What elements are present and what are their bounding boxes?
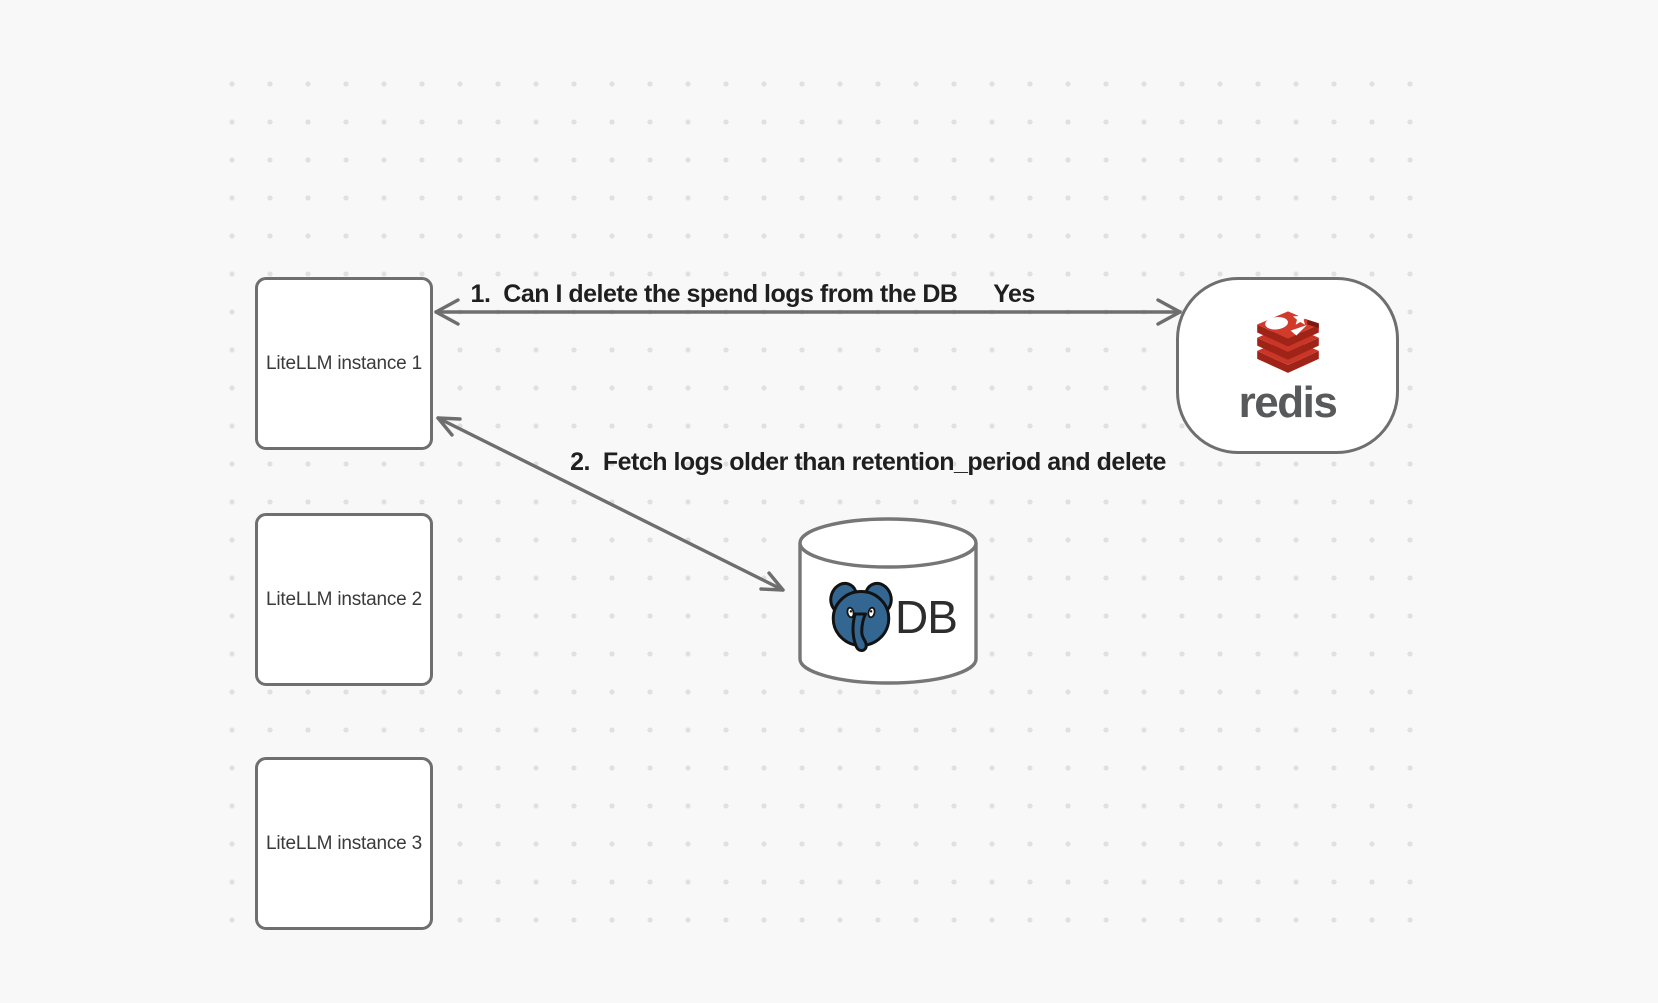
node-litellm-instance-2[interactable]: LiteLLM instance 2 xyxy=(255,513,433,686)
edge1-label: 1. Can I delete the spend logs from the … xyxy=(470,280,958,308)
edge1-response-label: Yes xyxy=(993,280,1035,308)
node-litellm-instance-2-label: LiteLLM instance 2 xyxy=(266,588,422,610)
node-litellm-instance-3-label: LiteLLM instance 3 xyxy=(266,832,422,854)
node-redis-label: redis xyxy=(1238,378,1338,427)
postgres-elephant-icon xyxy=(829,581,893,652)
node-litellm-instance-3[interactable]: LiteLLM instance 3 xyxy=(255,757,433,930)
node-db[interactable]: DB xyxy=(797,516,979,686)
node-litellm-instance-1-label: LiteLLM instance 1 xyxy=(266,352,422,374)
node-db-label: DB xyxy=(895,591,958,643)
node-redis[interactable]: redis xyxy=(1176,277,1399,454)
edge-instance1-db-arrow[interactable] xyxy=(436,416,785,592)
node-litellm-instance-1[interactable]: LiteLLM instance 1 xyxy=(255,277,433,450)
edge2-label: 2. Fetch logs older than retention_perio… xyxy=(570,448,1166,476)
edge-redis-instance1-arrow[interactable] xyxy=(434,298,1182,326)
redis-logo-icon xyxy=(1256,311,1319,373)
